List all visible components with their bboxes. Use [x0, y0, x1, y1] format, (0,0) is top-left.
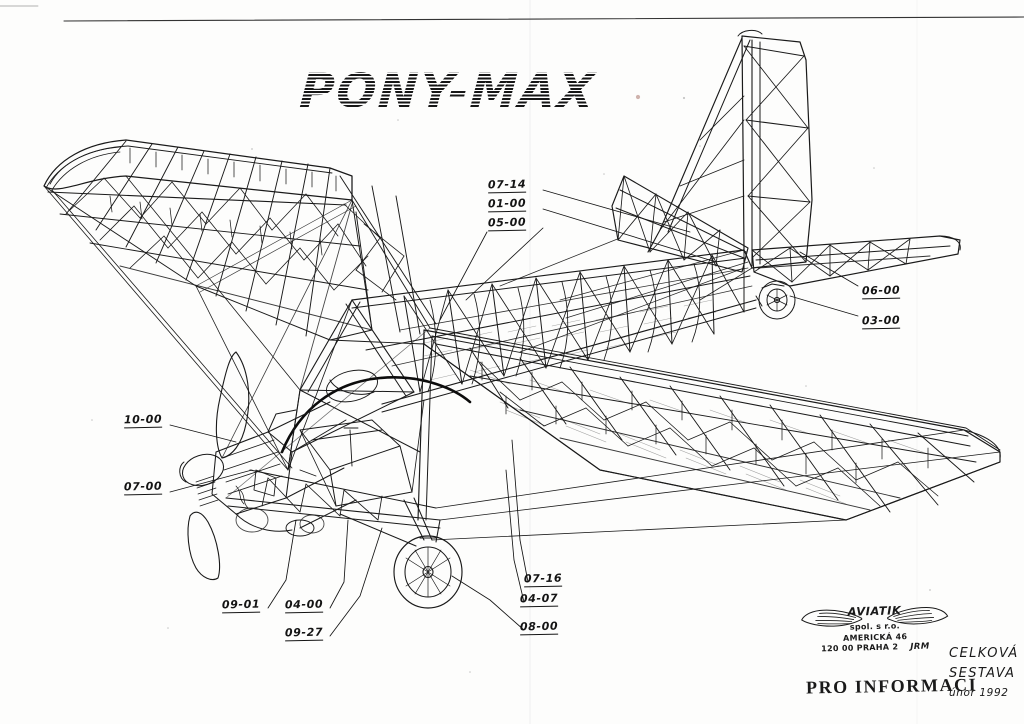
callout-label-07-14[interactable]: 07-14	[487, 177, 527, 194]
winged-logo-icon	[801, 607, 949, 627]
page-title: PONY-MAX	[298, 64, 598, 119]
paper-speckles	[91, 94, 931, 673]
drawing-name-line2: SESTAVA	[949, 666, 1016, 682]
company-stamp: AVIATIK spol. s r.o. AMERICKÁ 46 120 00 …	[799, 603, 950, 656]
callout-label-03-00[interactable]: 03-00	[861, 313, 901, 330]
paper-fold-crease-right	[916, 0, 918, 724]
callout-label-01-00[interactable]: 01-00	[487, 196, 527, 213]
callout-label-04-07[interactable]: 04-07	[519, 591, 559, 608]
right-wing	[423, 327, 1001, 521]
tail-assembly	[499, 29, 961, 353]
callout-label-06-00[interactable]: 06-00	[861, 283, 901, 300]
page-title-text: PONY-MAX	[298, 64, 598, 119]
callout-label-09-27[interactable]: 09-27	[284, 625, 324, 642]
drawing-name-line1: CELKOVÁ	[949, 646, 1019, 661]
callout-label-08-00[interactable]: 08-00	[519, 619, 559, 636]
bracing-wires	[43, 175, 1001, 541]
callout-leaders	[169, 189, 859, 637]
stamp-initials: JRM	[910, 641, 930, 653]
callout-label-04-00[interactable]: 04-00	[284, 597, 324, 614]
sheet-border	[0, 5, 1024, 22]
fuselage-truss	[351, 249, 757, 413]
cockpit-frame	[225, 203, 472, 529]
callout-label-07-16[interactable]: 07-16	[523, 571, 563, 588]
callout-label-10-00[interactable]: 10-00	[123, 412, 163, 429]
drawing-name-block: CELKOVÁ SESTAVA únor 1992	[949, 644, 1019, 702]
main-landing-gear	[235, 485, 463, 609]
engine-propeller	[179, 351, 378, 581]
tailwheel	[755, 280, 796, 320]
center-wing-section	[329, 175, 437, 345]
stamp-city: 120 00 PRAHA 2	[821, 642, 899, 654]
callout-label-09-01[interactable]: 09-01	[221, 597, 261, 614]
drawing-date: únor 1992	[949, 687, 1009, 700]
callout-label-07-00[interactable]: 07-00	[123, 479, 163, 496]
callout-label-05-00[interactable]: 05-00	[487, 215, 527, 232]
